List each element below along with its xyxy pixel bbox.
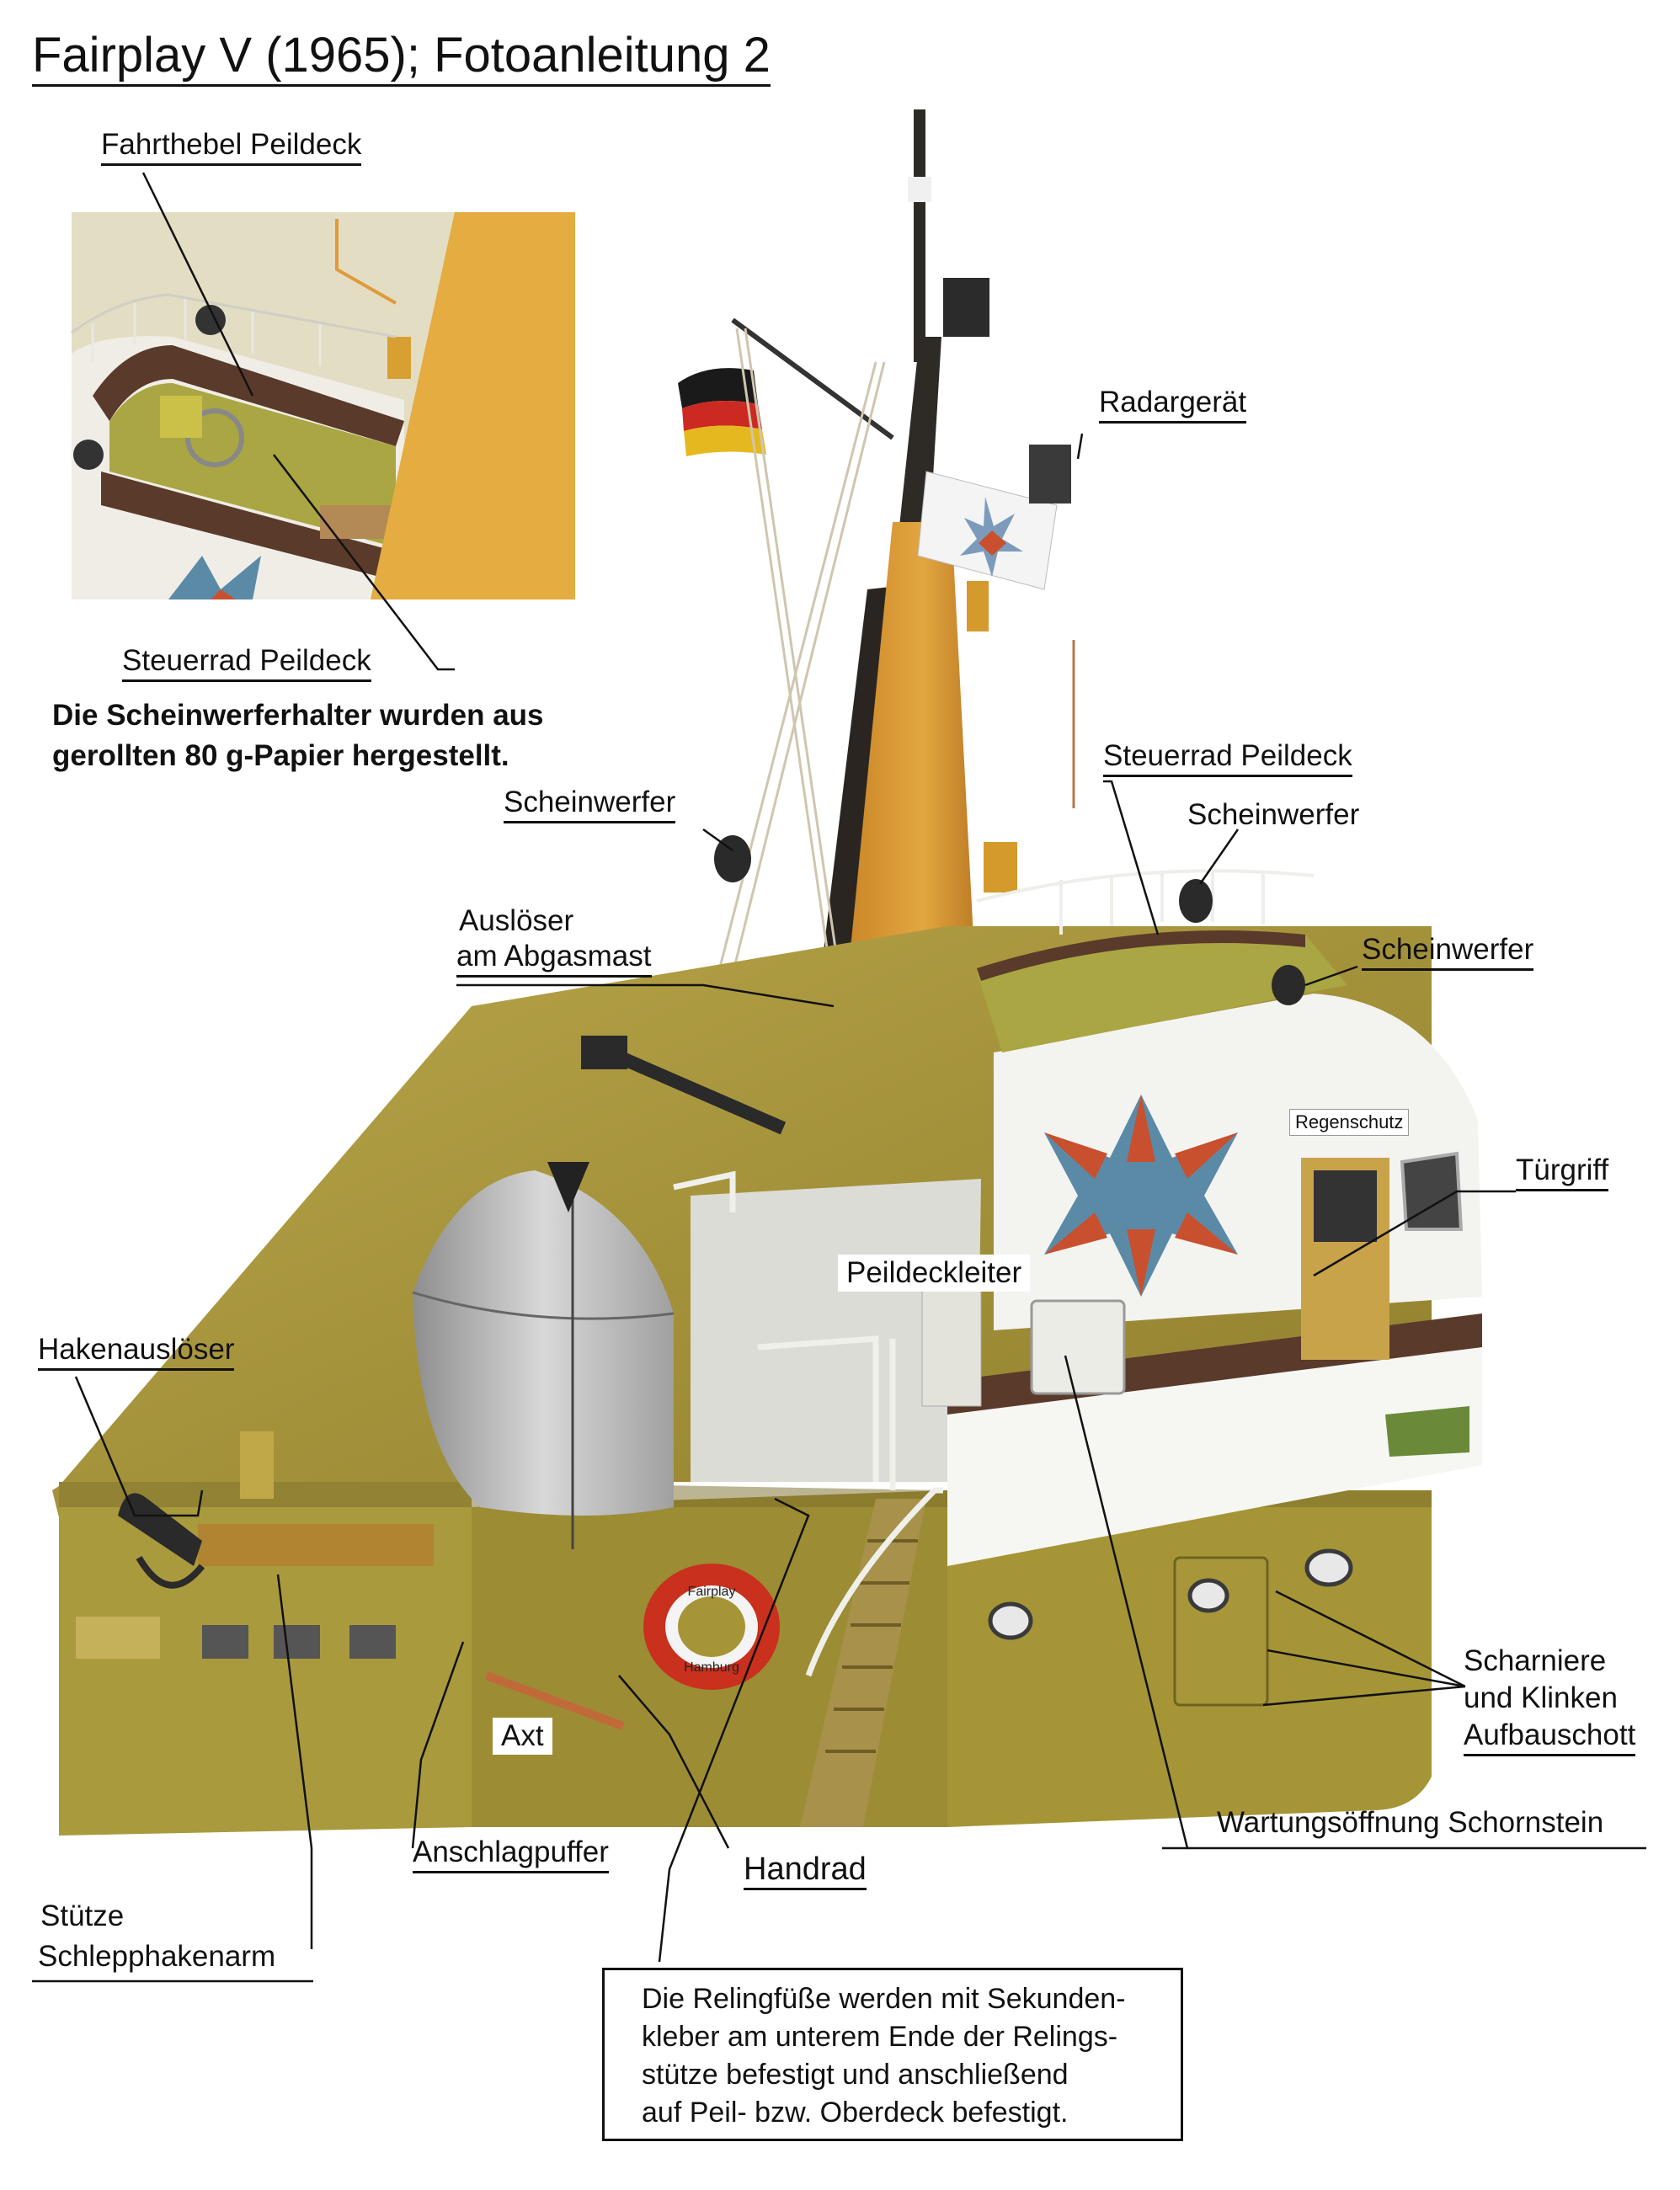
note-scheinwerferhalter: Die Scheinwerferhalter wurden aus geroll… <box>52 695 625 776</box>
searchlights <box>714 835 1305 1005</box>
label-anschlagpuffer: Anschlagpuffer <box>413 1836 609 1873</box>
label-stuetze-line-1: Stütze <box>40 1900 125 1932</box>
deck-vents <box>202 1625 396 1659</box>
lifebuoy-text-top: Fairplay <box>688 1585 736 1599</box>
label-scharniere-line-1: Scharniere <box>1464 1644 1607 1677</box>
label-scheinwerfer-mid: Scheinwerfer <box>1187 798 1360 831</box>
label-stuetze-line-2: Schlepphakenarm <box>38 1940 276 1973</box>
portholes <box>988 1548 1353 1640</box>
label-steuerrad-peildeck-inset: Steuerrad Peildeck <box>122 644 371 682</box>
info-row-2: kleber am unterem Ende der Relings- <box>618 2018 1181 2056</box>
lifebuoy-text-bottom: Hamburg <box>684 1660 739 1675</box>
label-scharniere-line-3: Aufbauschott <box>1464 1718 1636 1756</box>
label-steuerrad-peildeck: Steuerrad Peildeck <box>1103 739 1352 777</box>
deck-hatch <box>76 1617 160 1659</box>
info-line-2: kleber am unterem Ende der Relings- <box>642 2021 1118 2053</box>
lifebuoy: Fairplay Hamburg <box>643 1564 780 1690</box>
label-radargeraet: Radargerät <box>1099 386 1247 424</box>
deck-railings <box>673 1170 943 1677</box>
bridge-ladder <box>921 1271 982 1407</box>
label-scheinwerfer-left: Scheinwerfer <box>504 786 676 823</box>
axe <box>485 1671 625 1730</box>
label-peildeckleiter: Peildeckleiter <box>838 1255 1031 1292</box>
note-line-2: gerollten 80 g-Papier hergestellt. <box>52 739 509 772</box>
label-hakenausloeser: Hakenauslöser <box>38 1333 235 1371</box>
inset-photo <box>71 212 575 599</box>
flag-germany <box>678 368 766 456</box>
hull-ladder <box>800 1499 926 1827</box>
label-handrad: Handrad <box>744 1852 867 1890</box>
info-line-3: stütze befestigt und anschließend <box>642 2059 1069 2091</box>
label-scheinwerfer-right: Scheinwerfer <box>1362 933 1534 971</box>
label-wartungsoeffnung: Wartungsöffnung Schornstein <box>1217 1806 1604 1839</box>
label-ausloeser-line-1: Auslöser <box>459 904 574 937</box>
info-row-3: stütze befestigt und anschließend <box>618 2056 1181 2094</box>
info-line-4: auf Peil- bzw. Oberdeck befestigt. <box>642 2097 1069 2129</box>
lifeboat <box>412 1162 675 1549</box>
label-regenschutz: Regenschutz <box>1289 1109 1410 1136</box>
label-fahrthebel-peildeck: Fahrthebel Peildeck <box>101 128 362 166</box>
info-row-1: Die Relingfüße werden mit Sekunden- <box>618 1980 1181 2018</box>
flag-house <box>917 471 1058 590</box>
label-ausloeser-line-2: am Abgasmast <box>456 940 652 978</box>
info-line-1: Die Relingfüße werden mit Sekunden- <box>642 1983 1126 2015</box>
bridge-railings <box>976 869 1315 935</box>
note-line-1: Die Scheinwerferhalter wurden aus <box>52 699 544 732</box>
towing-hook-assembly <box>118 1431 434 1589</box>
railing-info-box: Die Relingfüße werden mit Sekunden- kleb… <box>602 1968 1183 2141</box>
label-axt: Axt <box>493 1718 552 1755</box>
label-scharniere-line-2: und Klinken <box>1464 1681 1618 1714</box>
info-row-4: auf Peil- bzw. Oberdeck befestigt. <box>618 2094 1181 2132</box>
label-tuergriff: Türgriff <box>1516 1154 1609 1191</box>
leader-lines <box>32 172 1646 1983</box>
radar-device <box>1029 445 1071 504</box>
page-title: Fairplay V (1965); Fotoanleitung 2 <box>32 27 771 87</box>
